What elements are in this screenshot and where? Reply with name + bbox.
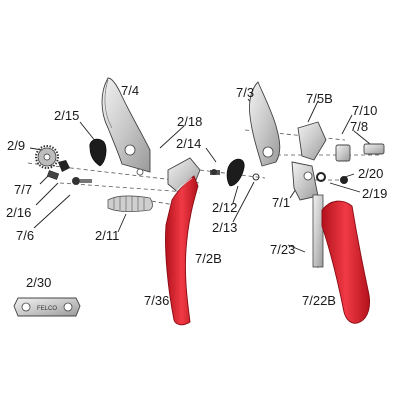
label-2-14: 2/14: [176, 136, 202, 151]
gear-wheel: [35, 145, 59, 169]
upper-blade-right: [249, 81, 281, 167]
label-2-18: 2/18: [177, 114, 203, 129]
black-anvil-part: [226, 158, 245, 187]
bracket-assembly: [291, 121, 327, 268]
label-7-5b: 7/5B: [306, 91, 333, 106]
label-2-11: 2/11: [95, 228, 120, 243]
label-7-6: 7/6: [16, 228, 35, 243]
assembly-axes: [27, 129, 380, 268]
label-2-12: 2/12: [212, 200, 238, 215]
label-7-8: 7/8: [350, 119, 369, 134]
label-2-9: 2/9: [7, 138, 26, 153]
stamped-plate: FELCO: [13, 297, 81, 317]
label-7-23: 7/23: [270, 242, 296, 257]
handle-left: [165, 157, 201, 326]
label-7-3: 7/3: [236, 85, 255, 100]
label-2-16: 2/16: [6, 205, 32, 220]
coil-spring: [107, 195, 153, 212]
plate-stamp: FELCO: [37, 306, 57, 312]
label-7-2b: 7/2B: [195, 251, 222, 266]
small-screws-middle: [210, 169, 260, 181]
label-2-15: 2/15: [54, 108, 80, 123]
upper-blade-left: [101, 77, 151, 176]
label-7-1: 7/1: [272, 195, 291, 210]
label-2-30: 2/30: [26, 275, 52, 290]
nut-parts-right: [335, 143, 385, 184]
handle-right-grip: [321, 200, 371, 324]
label-7-7: 7/7: [14, 182, 33, 197]
small-screws-left: [46, 160, 92, 185]
label-7-36: 7/36: [144, 293, 170, 308]
label-2-19: 2/19: [362, 186, 388, 201]
label-7-4: 7/4: [121, 83, 140, 98]
label-7-10: 7/10: [352, 103, 378, 118]
label-2-13: 2/13: [212, 220, 238, 235]
label-2-20: 2/20: [358, 166, 384, 181]
black-lever-part: [89, 138, 107, 167]
label-7-22b: 7/22B: [302, 293, 336, 308]
